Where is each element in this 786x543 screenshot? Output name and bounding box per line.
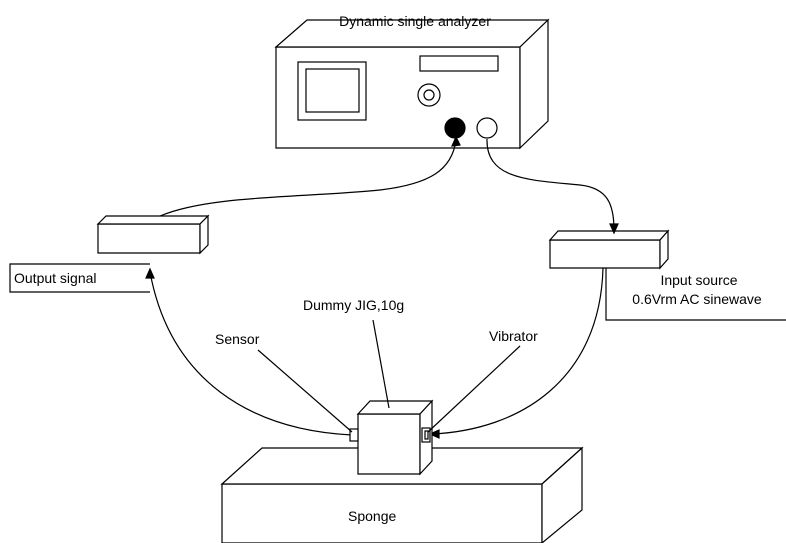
cable-analyzer-to-input-module	[486, 138, 615, 231]
analyzer-screen-inner	[305, 68, 360, 113]
sensor-leader-line	[257, 349, 353, 433]
sponge-label: Sponge	[348, 508, 397, 524]
cable-sensor-to-output	[149, 271, 353, 436]
analyzer-knob-inner	[423, 89, 435, 101]
input-source-label: Input source	[660, 272, 738, 288]
vibrator-element	[421, 427, 431, 443]
output-signal-label-box	[9, 263, 150, 293]
analyzer-screen-outer	[297, 61, 367, 121]
dummy-jig-cube	[356, 399, 434, 476]
vibrator-label: Vibrator	[489, 328, 538, 344]
vibrator-element-inner	[424, 430, 429, 440]
cable-input-to-vibrator	[431, 267, 604, 435]
vibrator-leader-line	[427, 345, 521, 433]
sensor-label: Sensor	[215, 331, 260, 347]
analyzer-side-face	[519, 18, 549, 150]
analyzer-display-strip	[419, 55, 499, 72]
input-source-module	[548, 229, 670, 270]
output-signal-module	[96, 214, 210, 255]
dummy-jig-label: Dummy JIG,10g	[303, 297, 405, 313]
arrowhead-analyzer-output	[451, 135, 461, 147]
analyzer-label: Dynamic single analyzer	[339, 13, 491, 29]
input-port-connector	[476, 117, 498, 139]
arrowhead-vibrator	[428, 429, 440, 439]
sensor-element	[349, 428, 359, 442]
analyzer-device	[274, 18, 550, 150]
input-source-label-box	[605, 268, 786, 321]
analyzer-knob-outer	[417, 83, 441, 107]
arrowhead-input-module	[609, 223, 619, 235]
output-signal-label: Output signal	[14, 270, 97, 286]
dummy-jig-leader-line	[372, 319, 390, 409]
cable-module-to-analyzer	[159, 139, 457, 217]
arrowhead-output-signal	[145, 267, 155, 279]
output-port-connector	[444, 117, 466, 139]
input-source-spec-label: 0.6Vrm AC sinewave	[632, 291, 762, 307]
sponge-block	[220, 446, 584, 543]
